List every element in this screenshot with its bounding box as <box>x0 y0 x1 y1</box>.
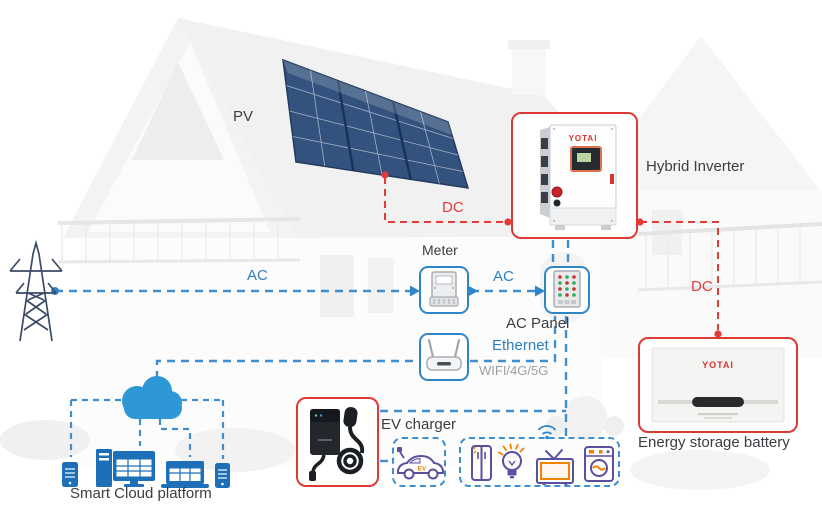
router-icon <box>426 339 462 371</box>
desktop-icon <box>96 449 155 487</box>
meter-icon <box>429 271 459 307</box>
laptop-icon <box>161 461 209 488</box>
battery-logo: YOTAI <box>702 360 734 370</box>
battery-icon: YOTAI <box>651 347 785 423</box>
ev-badge: EV <box>418 466 427 473</box>
pv-label: PV <box>233 108 254 125</box>
washing-machine-icon <box>584 446 614 482</box>
ac-arrowheads <box>410 285 545 297</box>
ev-charger-box <box>296 397 379 487</box>
ac-lines <box>55 240 570 463</box>
solar-panel-icon <box>282 58 470 189</box>
dc-lines <box>384 177 719 330</box>
ac-panel-label: AC Panel <box>506 315 570 332</box>
bulb-icon <box>498 443 525 479</box>
smartphone-icon <box>62 462 78 487</box>
ev-charger-icon <box>309 407 365 481</box>
fridge-icon <box>471 445 492 481</box>
dc-node-dots <box>381 171 722 338</box>
ac-meter-label: AC <box>493 268 514 285</box>
smart-cloud-platform-label: Smart Cloud platform <box>70 485 212 502</box>
ev-charger-label: EV charger <box>381 416 457 433</box>
ev-car-box: EV <box>392 437 446 487</box>
hybrid-inverter-label: Hybrid Inverter <box>646 158 745 175</box>
transmission-tower-icon <box>9 239 63 342</box>
tv-icon <box>536 449 574 485</box>
ev-car-icon: EV <box>397 447 444 480</box>
left-balcony-railing <box>57 217 301 264</box>
cloud-icon <box>122 376 182 419</box>
smartphone-icon-2 <box>215 463 230 488</box>
right-balcony-railing <box>637 222 822 292</box>
wifi-modes-label: WIFI/4G/5G <box>479 363 549 378</box>
ethernet-label: Ethernet <box>492 337 549 354</box>
router-box <box>419 333 469 381</box>
energy-storage-battery-label: Energy storage battery <box>638 434 790 451</box>
dc-pv-label: DC <box>442 199 464 216</box>
ac-panel-box <box>544 266 590 314</box>
inverter-logo: YOTAI <box>569 134 598 143</box>
meter-label: Meter <box>422 242 458 258</box>
ac-grid-label: AC <box>247 267 268 284</box>
ethernet-lines <box>155 316 557 379</box>
ac-panel-icon <box>553 270 581 308</box>
appliances-icons <box>471 443 614 485</box>
meter-box <box>419 266 469 314</box>
cloud-lines <box>69 398 225 459</box>
dc-battery-label: DC <box>691 278 713 295</box>
inverter-icon: YOTAI <box>540 124 617 230</box>
hybrid-inverter-box: YOTAI <box>511 112 638 239</box>
monitor-icon <box>113 451 155 487</box>
energy-storage-battery-box: YOTAI <box>638 337 798 433</box>
home-appliances-box <box>459 437 620 487</box>
